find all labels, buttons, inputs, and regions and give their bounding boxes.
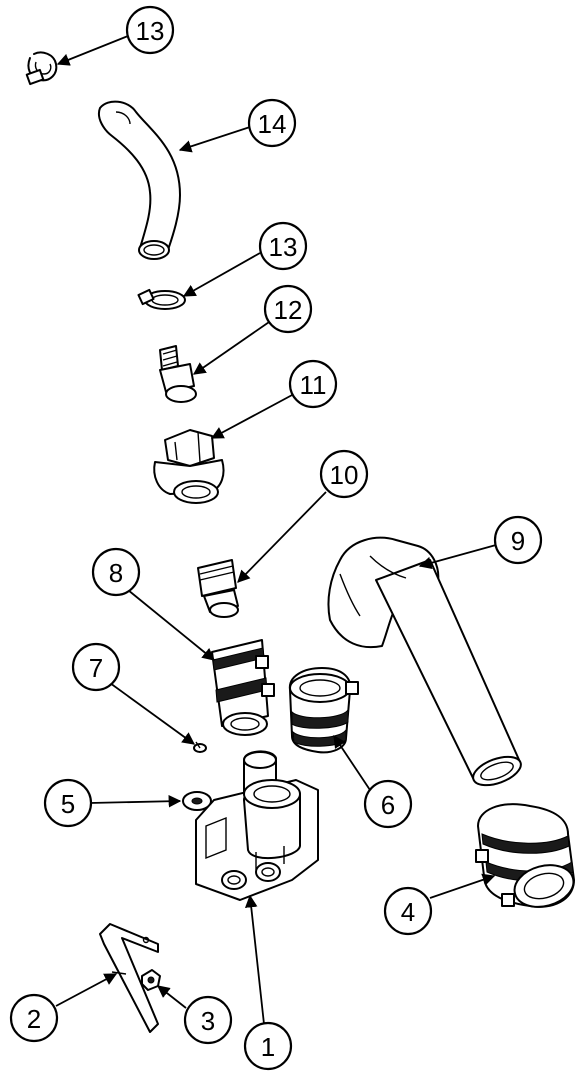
callout-4: 4: [383, 886, 433, 936]
callout-13-top-label: 13: [136, 16, 165, 46]
part-threaded-nipple: [197, 559, 239, 618]
part-screw: [193, 741, 207, 753]
callout-7: 7: [71, 642, 121, 692]
callout-8: 8: [91, 547, 141, 597]
callout-10-label: 10: [330, 460, 359, 490]
part-hose-clamp-middle: [137, 288, 186, 310]
part-washer: [182, 791, 212, 811]
part-threaded-adapter: [159, 345, 197, 403]
callout-14: 14: [247, 98, 297, 148]
callout-7-label: 7: [89, 653, 103, 683]
callout-9: 9: [493, 515, 543, 565]
callout-3-label: 3: [201, 1006, 215, 1036]
part-coupling-with-clamps: [211, 639, 275, 736]
callout-12-label: 12: [274, 295, 303, 325]
part-nut: [141, 969, 161, 991]
part-valve-body: [195, 750, 319, 901]
part-mounting-bracket: [99, 923, 159, 1033]
leader-lines: [55, 35, 497, 1025]
callout-4-label: 4: [401, 897, 415, 927]
callout-6-label: 6: [381, 790, 395, 820]
part-elbow-fitting: [153, 429, 225, 504]
callout-10: 10: [319, 449, 369, 499]
callout-12: 12: [263, 284, 313, 334]
callout-6: 6: [363, 779, 413, 829]
callout-13-top: 13: [125, 5, 175, 55]
callout-2-label: 2: [27, 1004, 41, 1034]
callout-1-label: 1: [261, 1032, 275, 1062]
callout-1: 1: [243, 1021, 293, 1071]
callout-13-middle-label: 13: [269, 232, 298, 262]
callout-14-label: 14: [258, 109, 287, 139]
callout-5-label: 5: [61, 789, 75, 819]
callout-8-label: 8: [109, 558, 123, 588]
part-hose-clamp-top: [25, 51, 58, 86]
part-drain-pipe: [327, 536, 522, 787]
part-curved-hose: [98, 100, 181, 260]
callout-2: 2: [9, 993, 59, 1043]
part-rubber-coupling: [288, 667, 359, 754]
callout-9-label: 9: [511, 526, 525, 556]
callout-11-label: 11: [300, 370, 327, 400]
callout-5: 5: [43, 778, 93, 828]
part-large-coupling: [475, 803, 575, 908]
callout-11: 11: [288, 359, 338, 409]
callout-3: 3: [183, 995, 233, 1045]
callout-13-middle: 13: [258, 221, 308, 271]
